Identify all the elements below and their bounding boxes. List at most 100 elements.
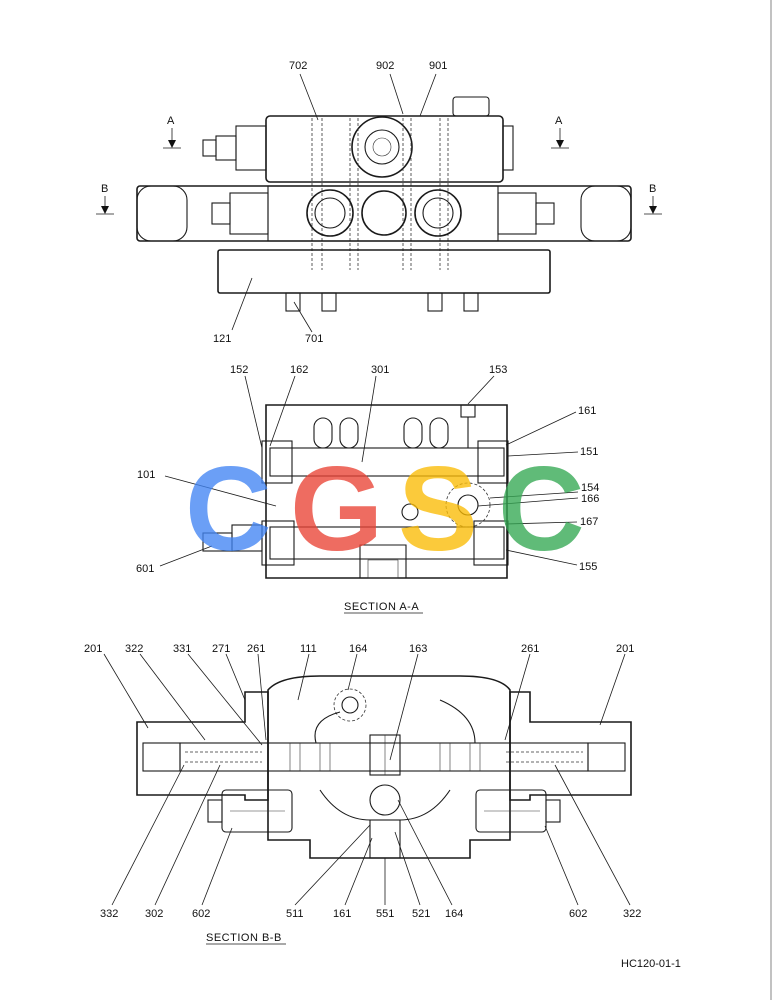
label-b-left: B bbox=[101, 183, 108, 195]
label-322-bottom: 322 bbox=[623, 908, 641, 920]
section-aa: 152 162 301 153 161 151 101 154 166 167 … bbox=[136, 364, 599, 614]
label-101: 101 bbox=[137, 469, 155, 481]
label-111: 111 bbox=[300, 643, 317, 655]
stud-2 bbox=[321, 292, 337, 312]
aa-bottom-port bbox=[359, 544, 407, 579]
label-322-top: 322 bbox=[125, 643, 143, 655]
label-167: 167 bbox=[580, 516, 598, 528]
bb-body bbox=[267, 675, 511, 859]
label-602-right: 602 bbox=[569, 908, 587, 920]
label-201-left: 201 bbox=[84, 643, 102, 655]
aa-lower-spool-bore bbox=[269, 526, 505, 560]
top-left-fitting-tip bbox=[202, 139, 217, 157]
label-161: 161 bbox=[578, 405, 596, 417]
label-201-right: 201 bbox=[616, 643, 634, 655]
label-332: 332 bbox=[100, 908, 118, 920]
label-302: 302 bbox=[145, 908, 163, 920]
section-aa-title: SECTION A-A bbox=[344, 601, 419, 613]
bb-spool-bore bbox=[179, 742, 589, 772]
label-151: 151 bbox=[580, 446, 598, 458]
bb-right-cap bbox=[587, 742, 626, 772]
label-261-left: 261 bbox=[247, 643, 265, 655]
cgsc-watermark: C G S C bbox=[185, 442, 585, 576]
label-121: 121 bbox=[213, 333, 231, 345]
top-right-plug-nut bbox=[535, 202, 555, 225]
label-601: 601 bbox=[136, 563, 154, 575]
top-left-plug bbox=[229, 192, 269, 235]
bb-left-cap bbox=[142, 742, 181, 772]
label-152: 152 bbox=[230, 364, 248, 376]
top-upper-cap-right bbox=[502, 125, 514, 171]
bb-curved-passages bbox=[319, 789, 451, 821]
label-521: 521 bbox=[412, 908, 430, 920]
aa-small-port bbox=[401, 503, 419, 521]
watermark-letter-s: S bbox=[398, 442, 478, 576]
top-left-plug-nut bbox=[211, 202, 231, 225]
label-301: 301 bbox=[371, 364, 389, 376]
label-551: 551 bbox=[376, 908, 394, 920]
bb-left-housing bbox=[136, 691, 269, 801]
label-261-right: 261 bbox=[521, 643, 539, 655]
top-port-right bbox=[414, 189, 462, 237]
watermark-letter-g: G bbox=[290, 442, 383, 576]
top-right-end-cap bbox=[580, 185, 632, 242]
label-162: 162 bbox=[290, 364, 308, 376]
aa-upper-left-plug bbox=[261, 440, 293, 484]
top-middle-block bbox=[136, 185, 632, 242]
aa-upper-spool-bore bbox=[269, 447, 505, 477]
label-153: 153 bbox=[489, 364, 507, 376]
label-271: 271 bbox=[212, 643, 230, 655]
bb-right-spring bbox=[506, 751, 583, 763]
top-base-plate bbox=[217, 249, 551, 294]
top-port-inner bbox=[364, 129, 400, 165]
top-right-plug bbox=[497, 192, 537, 235]
aa-lower-right-plug bbox=[473, 520, 509, 566]
top-upper-block bbox=[265, 115, 504, 183]
top-hidden-passages bbox=[311, 118, 449, 270]
section-bb: 201 322 331 271 261 111 164 163 261 201 … bbox=[84, 643, 641, 945]
stud-4 bbox=[463, 292, 479, 312]
label-902: 902 bbox=[376, 60, 394, 72]
aa-body bbox=[265, 404, 508, 579]
bb-left-spring bbox=[185, 751, 262, 763]
top-port-right-inner bbox=[422, 197, 454, 229]
label-155: 155 bbox=[579, 561, 597, 573]
watermark-letter-c2: C bbox=[498, 442, 585, 576]
top-port-center bbox=[361, 190, 407, 236]
label-602-left: 602 bbox=[192, 908, 210, 920]
label-161-bottom: 161 bbox=[333, 908, 351, 920]
label-164-bottom: 164 bbox=[445, 908, 463, 920]
label-154: 154 bbox=[581, 482, 599, 494]
drawing-number: HC120-01-1 bbox=[621, 958, 681, 970]
label-701: 701 bbox=[305, 333, 323, 345]
label-b-right: B bbox=[649, 183, 656, 195]
top-view: 702 902 901 A A B B 121 701 bbox=[96, 60, 662, 345]
aa-top-plug-153 bbox=[460, 404, 476, 418]
top-left-fitting bbox=[235, 125, 267, 171]
bb-right-housing bbox=[509, 691, 632, 801]
bb-dashed-port bbox=[333, 688, 367, 722]
top-port-core bbox=[372, 137, 392, 157]
stud-3 bbox=[427, 292, 443, 312]
label-331: 331 bbox=[173, 643, 191, 655]
stud-1 bbox=[285, 292, 301, 312]
top-port-left bbox=[306, 189, 354, 237]
aa-upper-right-plug bbox=[477, 440, 509, 484]
label-164-top: 164 bbox=[349, 643, 367, 655]
top-left-end-cap bbox=[136, 185, 188, 242]
label-702: 702 bbox=[289, 60, 307, 72]
bb-lower-port bbox=[369, 784, 401, 816]
section-bb-title: SECTION B-B bbox=[206, 932, 282, 944]
top-port-outer bbox=[351, 116, 413, 178]
label-166: 166 bbox=[581, 493, 599, 505]
bb-bottom-plug bbox=[369, 819, 401, 859]
label-a-right: A bbox=[555, 115, 563, 127]
label-901: 901 bbox=[429, 60, 447, 72]
watermark-letter-c1: C bbox=[185, 442, 272, 576]
top-left-fitting-nut bbox=[215, 135, 237, 161]
label-163: 163 bbox=[409, 643, 427, 655]
top-port-left-inner bbox=[314, 197, 346, 229]
top-body-center bbox=[267, 185, 499, 242]
